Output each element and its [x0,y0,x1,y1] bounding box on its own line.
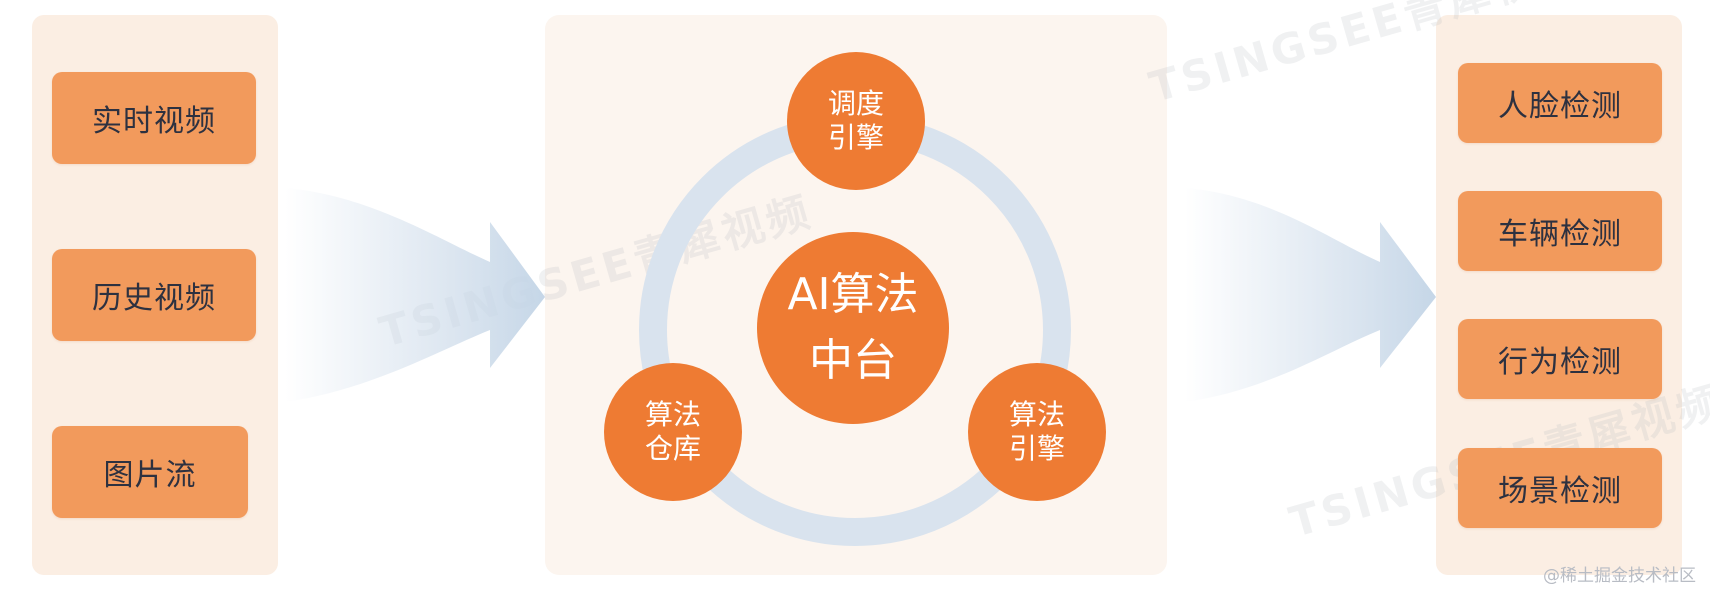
right-flow-arrow [1185,188,1436,402]
output-face-detection: 人脸检测 [1458,63,1662,143]
output-behavior-detection: 行为检测 [1458,319,1662,399]
node-label: 引擎 [827,121,884,154]
node-label: 仓库 [644,432,701,465]
algorithm-engine-node: 算法 引擎 [968,363,1106,501]
node-label: 引擎 [1008,432,1065,465]
core-label-line1: AI算法 [787,269,919,320]
output-vehicle-detection: 车辆检测 [1458,191,1662,271]
input-image-stream: 图片流 [52,426,248,518]
source-credit: @稀土掘金技术社区 [1543,566,1696,586]
node-label: 算法 [644,398,701,431]
algorithm-repository-node: 算法 仓库 [604,363,742,501]
scheduling-engine-node: 调度 引擎 [787,52,925,190]
core-label-line2: 中台 [809,335,897,386]
output-scene-detection: 场景检测 [1458,448,1662,528]
node-label: 调度 [827,87,884,120]
node-label: 算法 [1008,398,1065,431]
input-history-video: 历史视频 [52,249,256,341]
input-realtime-video: 实时视频 [52,72,256,164]
ai-platform-core: AI算法 中台 [757,232,949,424]
